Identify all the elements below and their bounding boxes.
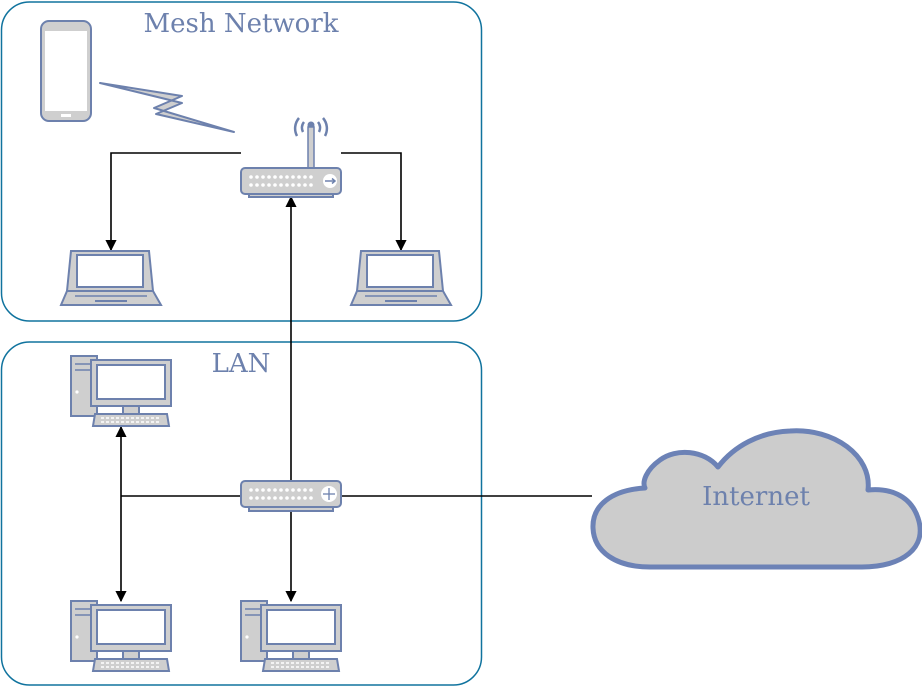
desktop-computer-icon <box>70 600 172 672</box>
internet-label: Internet <box>702 482 810 512</box>
cloud-icon <box>590 428 922 570</box>
mesh-network-group <box>0 1 483 322</box>
laptop-icon <box>60 250 162 306</box>
lan-label: LAN <box>212 349 271 379</box>
desktop-computer-icon <box>70 355 172 427</box>
connector-router-to-left-laptop <box>105 152 241 252</box>
smartphone-icon <box>40 20 92 122</box>
laptop-icon <box>350 250 452 306</box>
mesh-network-label: Mesh Network <box>143 9 338 39</box>
connector-router-to-right-laptop <box>341 152 407 252</box>
desktop-computer-icon <box>240 600 342 672</box>
network-switch-icon <box>240 480 342 512</box>
wireless-router-icon <box>240 117 342 198</box>
wireless-signal-icon <box>99 82 235 133</box>
